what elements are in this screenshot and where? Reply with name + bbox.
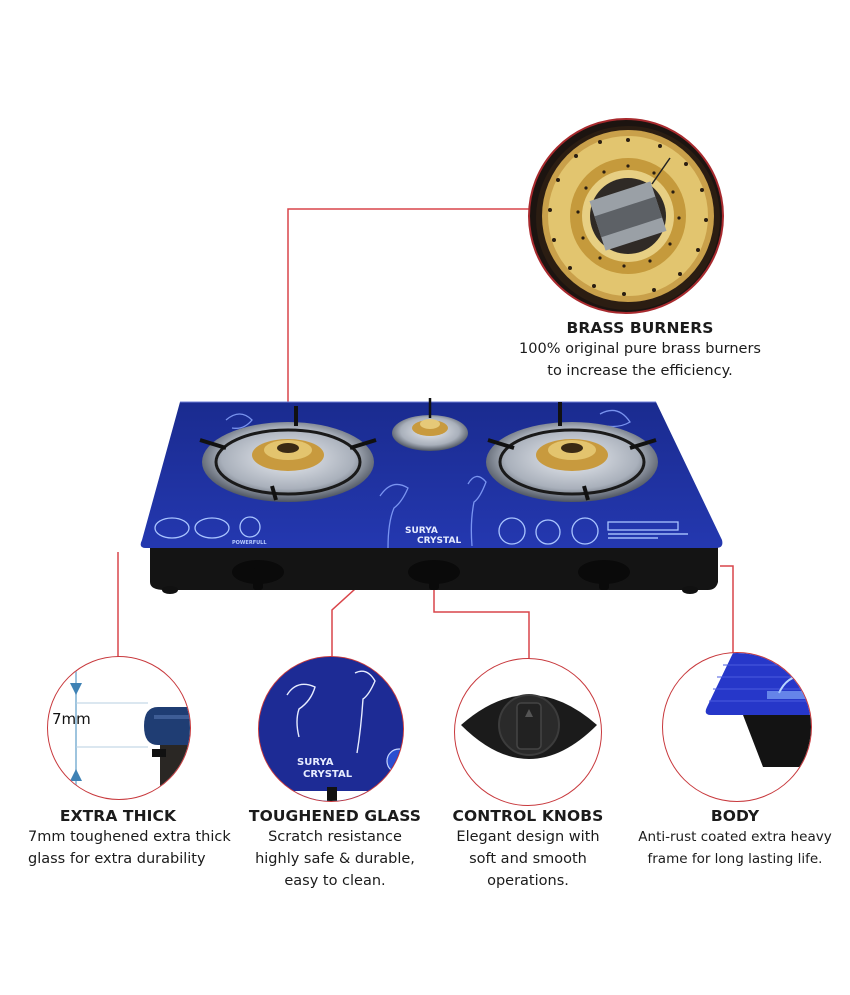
feature-control-knobs: CONTROL KNOBS Elegant design with soft a… <box>436 806 620 892</box>
extra-thick-zoom-circle <box>47 656 191 800</box>
body-zoom-circle <box>662 652 812 802</box>
feature-desc-line: operations. <box>487 873 569 889</box>
feature-title: EXTRA THICK <box>59 807 177 825</box>
feature-desc-line: highly safe & durable, <box>255 851 415 867</box>
feature-desc-line: soft and smooth <box>469 851 587 867</box>
feature-title: CONTROL KNOBS <box>452 807 604 825</box>
brass-burner-zoom-circle <box>528 118 724 314</box>
feature-desc-line: 7mm toughened extra thick <box>28 829 231 845</box>
feature-desc-line: glass for extra durability <box>28 851 206 867</box>
svg-text:CRYSTAL: CRYSTAL <box>303 769 353 780</box>
body-corner-image <box>705 653 811 767</box>
measure-label: 7mm <box>52 710 91 728</box>
brass-burner-image <box>536 126 720 310</box>
control-knobs-zoom-circle <box>454 658 602 806</box>
feature-desc-line: to increase the efficiency. <box>547 363 733 379</box>
glass-edge-image <box>70 665 190 799</box>
feature-brass-burners: BRASS BURNERS 100% original pure brass b… <box>470 318 810 382</box>
glass-closeup-image: SURYA CRYSTAL <box>259 657 403 801</box>
feature-title: BRASS BURNERS <box>566 319 714 337</box>
gas-stove-image <box>140 398 723 594</box>
knob-closeup-image <box>461 694 597 759</box>
feature-desc-line: easy to clean. <box>284 873 386 889</box>
powerfull-badge-text: POWERFULL <box>232 540 267 546</box>
brand-line-2: CRYSTAL <box>417 536 462 546</box>
feature-desc-line: Anti-rust coated extra heavy <box>638 829 832 845</box>
feature-desc-line: 100% original pure brass burners <box>519 341 761 357</box>
feature-title: BODY <box>710 807 760 825</box>
brand-line-1: SURYA <box>405 526 438 536</box>
feature-extra-thick: EXTRA THICK 7mm toughened extra thick gl… <box>0 806 236 870</box>
feature-desc-line: frame for long lasting life. <box>647 851 823 867</box>
feature-body: BODY Anti-rust coated extra heavy frame … <box>630 806 840 870</box>
brand-logo: SURYA CRYSTAL <box>405 526 461 546</box>
feature-desc-line: Scratch resistance <box>268 829 402 845</box>
svg-text:SURYA: SURYA <box>297 757 334 768</box>
feature-desc-line: Elegant design with <box>456 829 600 845</box>
toughened-glass-zoom-circle: SURYA CRYSTAL <box>258 656 404 802</box>
feature-toughened-glass: TOUGHENED GLASS Scratch resistance highl… <box>240 806 430 892</box>
feature-title: TOUGHENED GLASS <box>248 807 422 825</box>
